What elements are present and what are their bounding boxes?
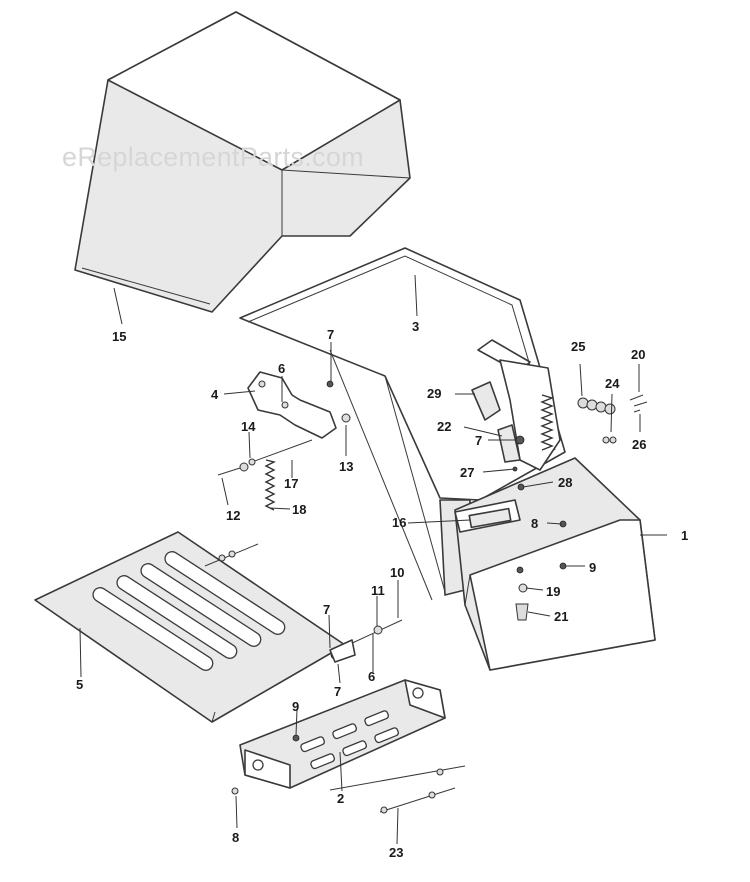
callout-7-right: 7	[475, 433, 483, 448]
callout-19: 19	[546, 584, 561, 599]
callout-25: 25	[571, 339, 586, 354]
callout-15: 15	[112, 329, 127, 344]
callout-14: 14	[241, 419, 256, 434]
callout-5: 5	[76, 677, 84, 692]
callout-21: 21	[554, 609, 569, 624]
callout-8-right: 8	[531, 516, 539, 531]
callout-9-right: 9	[589, 560, 597, 575]
part-15-bag-cover	[74, 11, 411, 313]
part-2-mount-bracket	[239, 679, 446, 789]
callout-27: 27	[460, 465, 475, 480]
callout-7-top: 7	[327, 327, 335, 342]
watermark: eReplacementParts.com	[62, 142, 364, 172]
callout-11: 11	[371, 583, 385, 598]
callout-24: 24	[605, 376, 620, 391]
part-23-rods	[329, 765, 466, 814]
right-bracket-assembly	[471, 339, 561, 491]
callout-8-lower: 8	[232, 830, 240, 845]
callout-1: 1	[681, 528, 689, 543]
part-4-bracket	[247, 371, 351, 439]
leader-lines	[79, 274, 667, 845]
callout-28: 28	[558, 475, 573, 490]
callout-16: 16	[392, 515, 407, 530]
part-5-deflector-plate	[34, 531, 346, 723]
callout-17: 17	[284, 476, 299, 491]
callout-18: 18	[292, 502, 307, 517]
callout-7-lower: 7	[334, 684, 342, 699]
callout-6-top: 6	[278, 361, 286, 376]
callout-13: 13	[339, 459, 354, 474]
callout-22: 22	[437, 419, 452, 434]
callout-20: 20	[631, 347, 646, 362]
callout-4: 4	[211, 387, 219, 402]
left-pin-spring-assembly	[217, 439, 313, 511]
callout-6-lower: 6	[368, 669, 376, 684]
callout-26: 26	[632, 437, 647, 452]
center-hinge-hardware	[329, 619, 403, 663]
part-16-decal	[468, 507, 512, 529]
callout-9-lower: 9	[292, 699, 300, 714]
callout-3: 3	[412, 319, 420, 334]
callout-7-center: 7	[323, 602, 331, 617]
callout-23: 23	[389, 845, 404, 860]
callout-12: 12	[226, 508, 241, 523]
callout-29: 29	[427, 386, 442, 401]
chute-hardware	[231, 520, 567, 795]
callout-2: 2	[337, 791, 345, 806]
callout-10: 10	[390, 565, 405, 580]
small-hardware-right	[577, 394, 648, 444]
